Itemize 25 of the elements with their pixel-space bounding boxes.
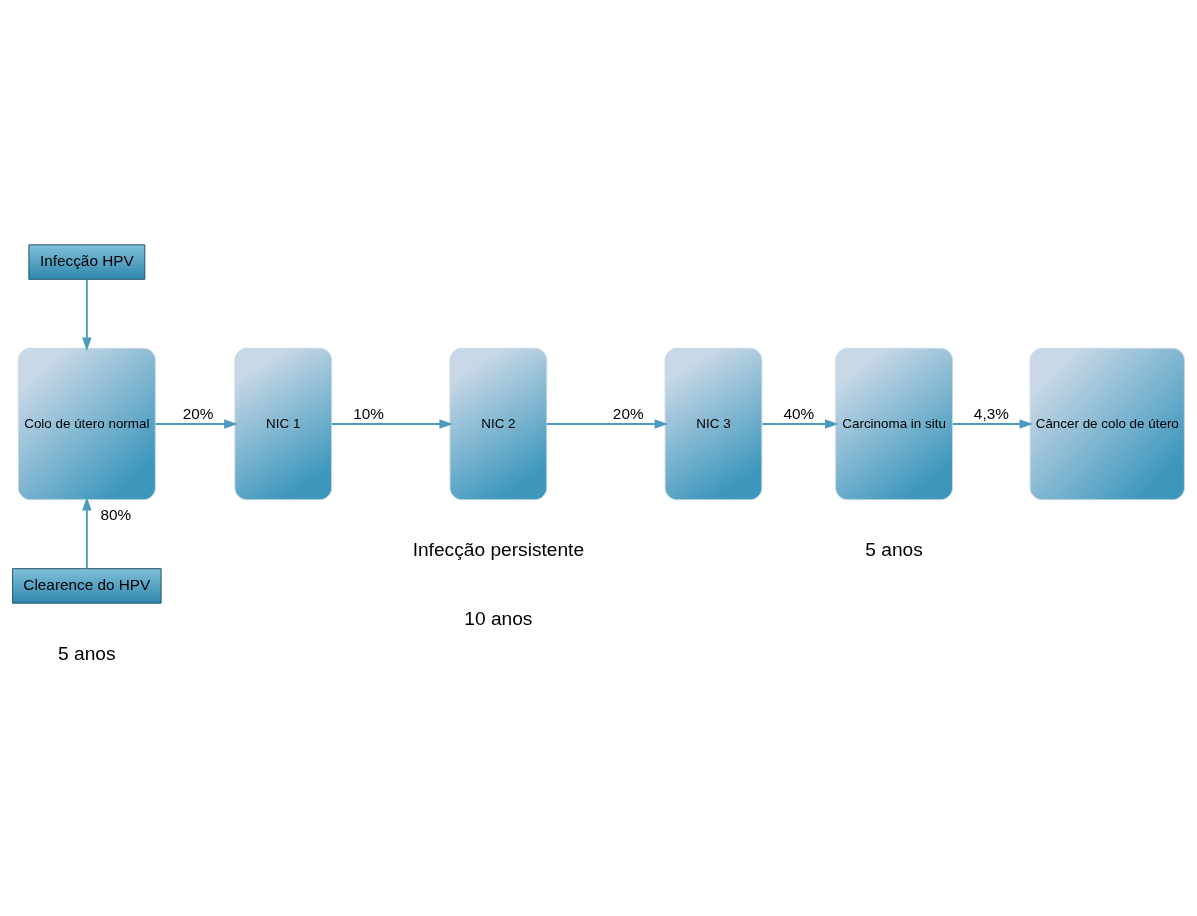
arrow [154, 418, 238, 429]
edge-label: 20% [182, 404, 214, 422]
node-box: NIC 1 [234, 347, 333, 500]
edge-label: 4,3% [973, 404, 1009, 422]
label: 5 anos [58, 642, 116, 664]
edge-label: 40% [783, 404, 815, 422]
edge-label: 80% [100, 505, 132, 523]
node-box: Colo de útero normal [17, 347, 156, 500]
arrow [330, 418, 453, 429]
node-box: NIC 2 [449, 347, 548, 500]
label: 5 anos [865, 538, 923, 560]
arrow [545, 418, 668, 429]
node-box: Infecção HPV [28, 243, 146, 280]
node-box: Clearence do HPV [12, 567, 162, 604]
node-box: NIC 3 [664, 347, 763, 500]
edge-label: 10% [353, 404, 384, 422]
arrow [82, 278, 92, 351]
label: Infecção persistente [412, 538, 585, 560]
arrow [82, 496, 92, 569]
label: 10 anos [464, 607, 533, 629]
edge-label: 20% [612, 404, 644, 422]
arrow [951, 418, 1033, 429]
node-box: Carcinoma in situ [835, 347, 953, 500]
arrow [761, 418, 839, 429]
node-box: Câncer de colo de útero [1029, 347, 1185, 500]
